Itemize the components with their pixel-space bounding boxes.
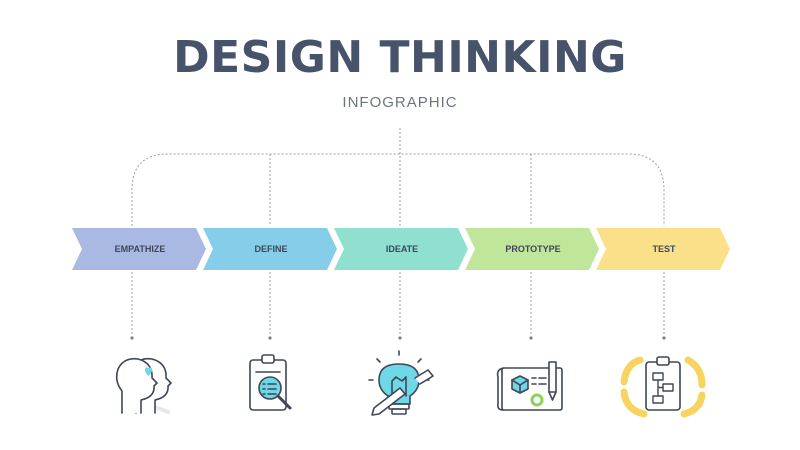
chevron-define — [203, 228, 337, 270]
blueprint-pencil-icon — [496, 361, 563, 411]
lightbulb-pencil-icon — [368, 350, 434, 416]
step-label-empathize: EMPATHIZE — [115, 244, 166, 254]
chevron-empathize — [72, 228, 206, 270]
clipboard-magnifier-icon — [249, 354, 292, 411]
step-define: DEFINE — [203, 228, 337, 270]
step-label-prototype: PROTOTYPE — [505, 244, 560, 254]
step-label-test: TEST — [652, 244, 676, 254]
chevron-test — [596, 228, 730, 270]
connector-dots — [130, 336, 666, 340]
infographic-title: DESIGN THINKING — [173, 32, 627, 83]
step-test: TEST — [596, 228, 730, 270]
infographic-subtitle: INFOGRAPHIC — [342, 94, 458, 111]
dot-5 — [662, 336, 666, 340]
dot-4 — [529, 336, 533, 340]
dot-2 — [268, 336, 272, 340]
dot-3 — [398, 336, 402, 340]
clipboard-cycle-icon — [620, 356, 706, 418]
chevron-prototype — [465, 228, 599, 270]
step-empathize: EMPATHIZE — [72, 228, 206, 270]
connector-bracket — [131, 153, 665, 226]
dot-1 — [130, 336, 134, 340]
connector-lines — [131, 128, 665, 335]
step-label-ideate: IDEATE — [386, 244, 418, 254]
two-heads-heart-icon — [115, 357, 172, 414]
step-ideate: IDEATE — [334, 228, 468, 270]
chevron-ideate — [334, 228, 468, 270]
step-prototype: PROTOTYPE — [465, 228, 599, 270]
step-label-define: DEFINE — [254, 244, 287, 254]
